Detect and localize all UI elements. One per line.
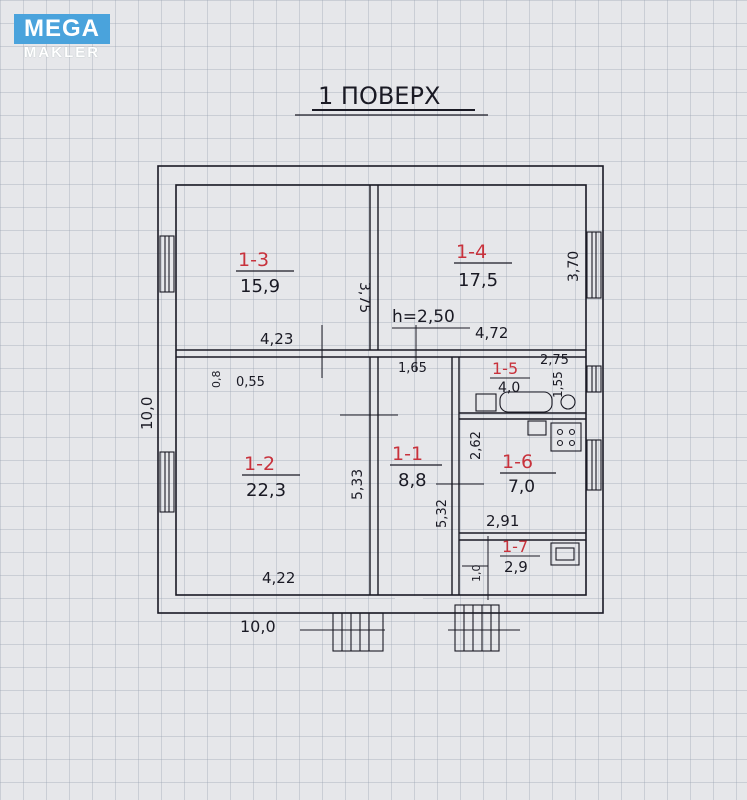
room-1-5-id: 1-5 <box>492 359 518 378</box>
dim-room12-height: 5,33 <box>350 469 366 500</box>
dim-room13-width: 4,23 <box>260 330 293 348</box>
room-1-2-id: 1-2 <box>244 453 275 475</box>
stove-icon <box>550 422 582 452</box>
room-1-4: 1-4 17,5 <box>454 241 512 291</box>
dim-corridor-width: 1,65 <box>398 361 427 376</box>
porch-steps <box>300 604 520 652</box>
room-1-5: 1-5 4,0 <box>490 359 530 396</box>
dim-room12-width: 4,22 <box>262 569 295 587</box>
dim-room14-width: 4,72 <box>475 324 508 342</box>
room-1-2-area: 22,3 <box>246 480 286 501</box>
room-1-1: 1-1 8,8 <box>390 443 442 491</box>
dim-corridor-height: 5,32 <box>435 499 450 528</box>
toilet-icon <box>475 393 497 412</box>
room-1-1-area: 8,8 <box>398 470 427 491</box>
logo-mega-text: MEGA <box>14 14 110 44</box>
room-1-4-id: 1-4 <box>456 241 487 263</box>
ceiling-height: h=2,50 <box>392 307 455 327</box>
dim-room16-height: 2,62 <box>469 431 484 460</box>
fixtures <box>475 391 582 566</box>
dim-total-width: 10,0 <box>240 617 276 636</box>
dim-small-b: 0,55 <box>236 375 265 390</box>
dim-room16-width: 2,91 <box>486 512 519 530</box>
bathtub-icon <box>499 391 553 413</box>
room-1-7: 1-7 2,9 <box>500 537 540 576</box>
dim-room15-width: 2,75 <box>540 353 569 368</box>
interior-walls <box>176 185 586 595</box>
dim-small-a: 0,8 <box>210 371 223 389</box>
dim-room14-height: 3,70 <box>566 251 582 282</box>
dim-room15-height: 1,55 <box>551 371 565 398</box>
room-1-3-area: 15,9 <box>240 276 280 297</box>
plan-title: 1 ПОВЕРХ <box>318 82 440 110</box>
room-1-7-area: 2,9 <box>504 558 528 576</box>
mega-makler-logo: MEGA MAKLER <box>14 14 114 61</box>
sink-icon <box>527 420 547 436</box>
room-1-6: 1-6 7,0 <box>500 451 556 497</box>
room-1-2: 1-2 22,3 <box>242 453 300 501</box>
room-1-7-id: 1-7 <box>502 537 528 556</box>
room-1-6-area: 7,0 <box>508 477 535 497</box>
dim-total-height: 10,0 <box>138 397 156 430</box>
door-gaps <box>371 372 458 612</box>
logo-makler-text: MAKLER <box>23 44 101 61</box>
boiler-icon <box>550 542 580 566</box>
washbasin-icon <box>560 394 576 410</box>
room-1-3-id: 1-3 <box>238 249 269 271</box>
dim-room13-height: 3,75 <box>356 282 372 313</box>
room-1-6-id: 1-6 <box>502 451 533 473</box>
windows <box>159 231 602 513</box>
room-1-3: 1-3 15,9 <box>236 249 294 297</box>
dimension-ticks <box>321 325 489 600</box>
outer-walls <box>157 165 604 614</box>
dim-room17-height: 1,0 <box>470 565 483 583</box>
room-1-1-id: 1-1 <box>392 443 423 465</box>
room-1-4-area: 17,5 <box>458 270 498 291</box>
room-1-5-area: 4,0 <box>498 380 520 396</box>
